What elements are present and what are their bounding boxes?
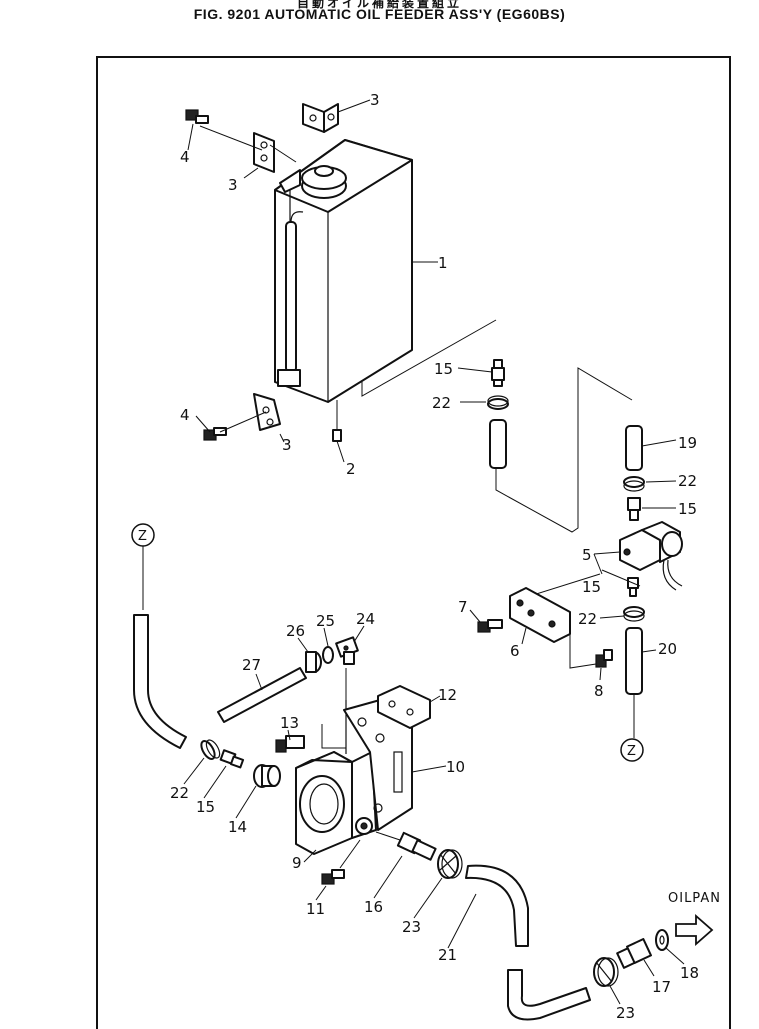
- callout-15: 15: [434, 360, 453, 378]
- callout-27: 27: [242, 656, 261, 674]
- callout-24: 24: [356, 610, 375, 628]
- clamp-23-upper: [437, 849, 463, 879]
- callout-3: 3: [370, 91, 380, 109]
- bolt-upper: [185, 109, 209, 124]
- plug-14: [253, 764, 281, 788]
- hose-curved-left: [133, 614, 187, 749]
- hose-lower: [507, 969, 591, 1021]
- callout-16: 16: [364, 898, 383, 916]
- callout-23: 23: [616, 1004, 635, 1022]
- oil-pan-arrow: [675, 914, 714, 946]
- elbow-24: [335, 636, 359, 665]
- callout-22: 22: [578, 610, 597, 628]
- callout-26: 26: [286, 622, 305, 640]
- callout-12: 12: [438, 686, 457, 704]
- diagram-frame: [96, 56, 731, 1029]
- callout-25: 25: [316, 612, 335, 630]
- callout-4: 4: [180, 406, 190, 424]
- callout-14: 14: [228, 818, 247, 836]
- callout-22: 22: [432, 394, 451, 412]
- bolt-lower: [203, 427, 227, 441]
- bracket-left-upper: [253, 132, 275, 173]
- callout-1: 1: [438, 254, 448, 272]
- fitting-15-upper: [491, 359, 505, 387]
- clamp-23-lower: [593, 957, 619, 987]
- callout-15: 15: [582, 578, 601, 596]
- callout-6: 6: [510, 642, 520, 660]
- oil-pan-label: OILPAN: [668, 891, 721, 906]
- bracket-left-lower: [253, 393, 281, 431]
- clamp-22-upper: [487, 395, 509, 410]
- bracket-12: [377, 685, 431, 729]
- fitting-16: [396, 831, 437, 861]
- pipe-27: [217, 667, 307, 723]
- callout-4: 4: [180, 148, 190, 166]
- hose-19: [625, 425, 643, 471]
- callout-7: 7: [458, 598, 468, 616]
- figure-title: FIG. 9201 AUTOMATIC OIL FEEDER ASS'Y (EG…: [193, 6, 566, 22]
- callout-22: 22: [678, 472, 697, 490]
- callout-15: 15: [678, 500, 697, 518]
- hose-20: [625, 627, 643, 695]
- bracket-plate-6: [509, 587, 571, 643]
- callout-9: 9: [292, 854, 302, 872]
- callout-19: 19: [678, 434, 697, 452]
- connector-z-label: Z: [138, 529, 147, 544]
- solenoid-valve: [619, 521, 683, 591]
- callout-20: 20: [658, 640, 677, 658]
- connector-z-bottom: [620, 738, 644, 762]
- callout-22: 22: [170, 784, 189, 802]
- oil-tank: [274, 139, 413, 403]
- bracket-top: [302, 103, 339, 133]
- callout-23: 23: [402, 918, 421, 936]
- callout-5: 5: [582, 546, 592, 564]
- hose-short-upper: [489, 419, 507, 469]
- callout-17: 17: [652, 978, 671, 996]
- japanese-title: 自動オイル補給装置組立: [296, 0, 462, 10]
- callout-11: 11: [306, 900, 325, 918]
- callout-21: 21: [438, 946, 457, 964]
- connector-z-label: Z: [627, 744, 636, 759]
- callout-8: 8: [594, 682, 604, 700]
- callout-3: 3: [228, 176, 238, 194]
- callout-18: 18: [680, 964, 699, 982]
- callout-13: 13: [280, 714, 299, 732]
- callout-10: 10: [446, 758, 465, 776]
- drain-plug: [332, 429, 342, 442]
- callout-2: 2: [346, 460, 356, 478]
- hose-21: [465, 864, 529, 947]
- feeder-pump-body: [295, 700, 377, 855]
- callout-15: 15: [196, 798, 215, 816]
- callout-3: 3: [282, 436, 292, 454]
- fitting-17: [616, 938, 652, 969]
